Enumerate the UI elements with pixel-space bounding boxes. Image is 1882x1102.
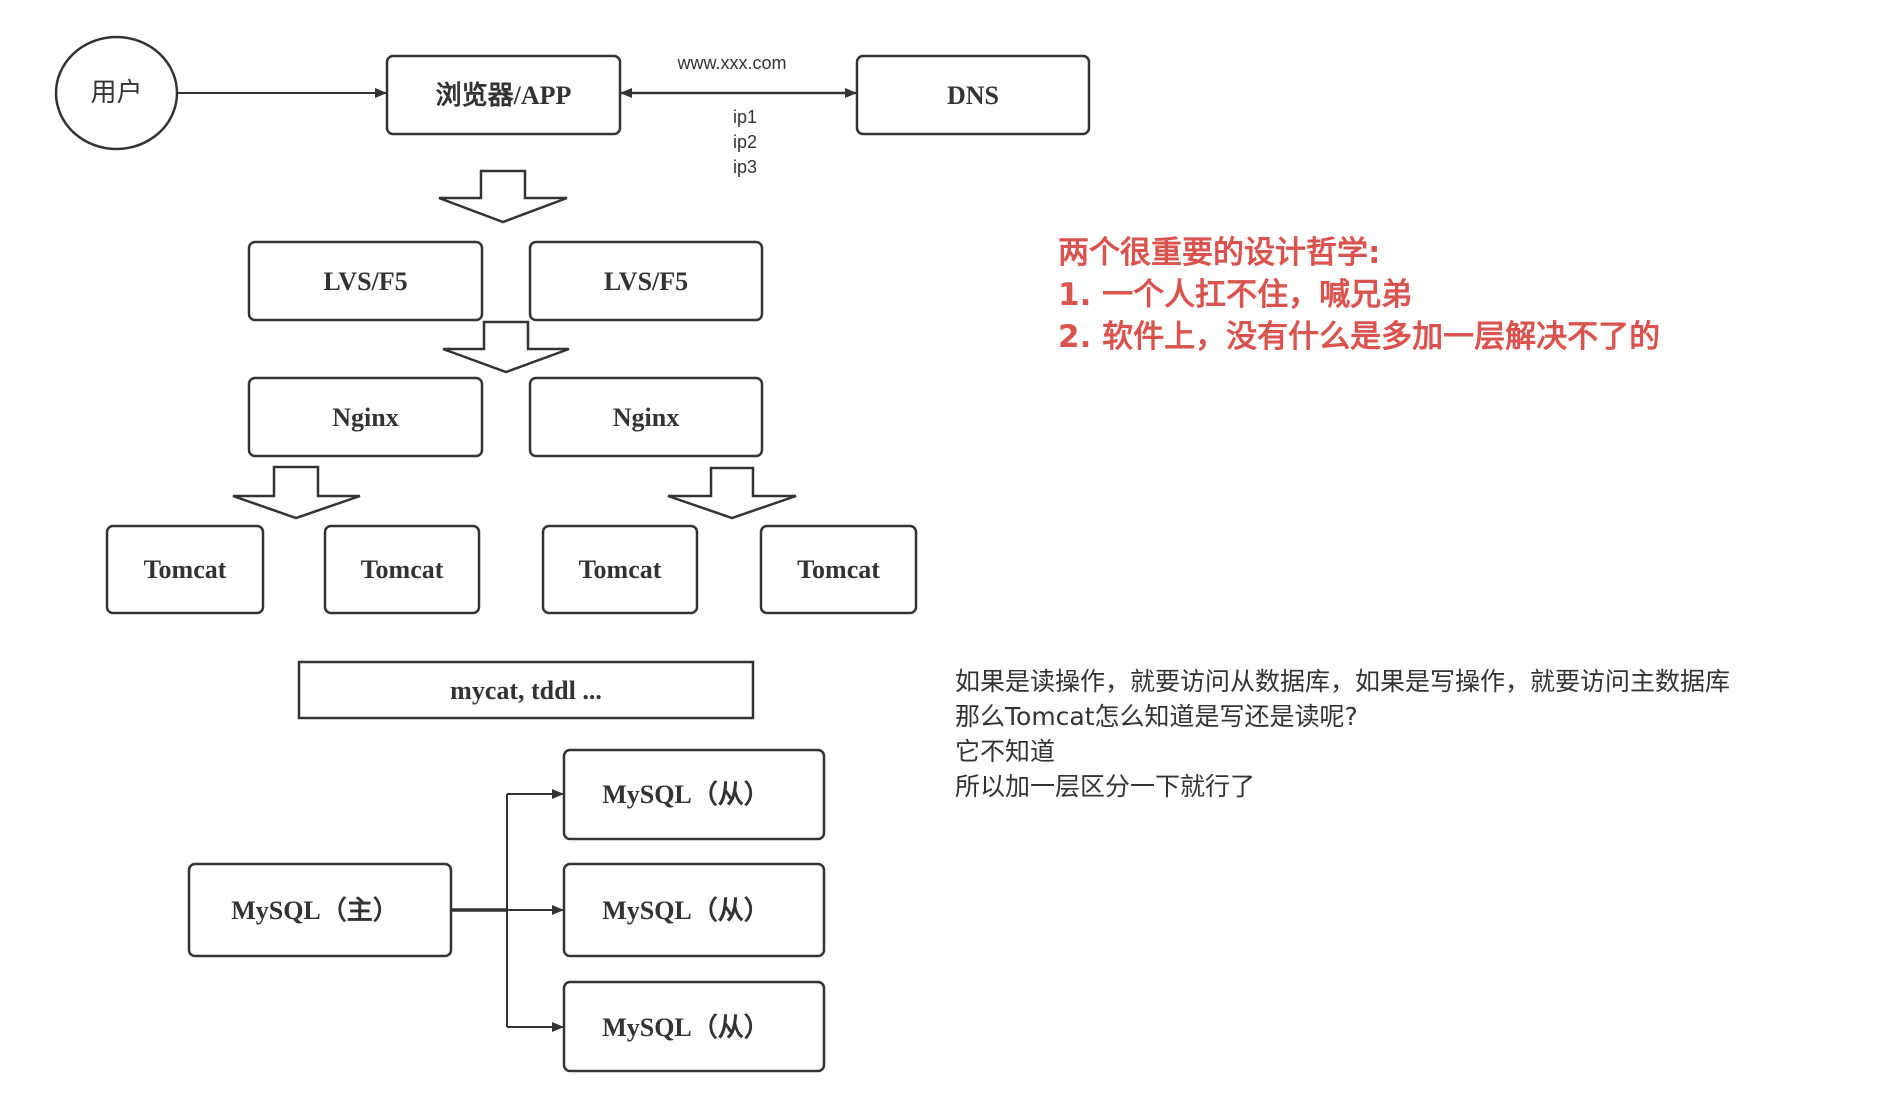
node-middleware[interactable]: mycat, tddl ... [297, 660, 755, 720]
node-middleware-label: mycat, tddl ... [450, 676, 602, 705]
node-tomcat-2[interactable]: Tomcat [323, 524, 481, 615]
block-arrow-nginx-left-tomcat [232, 465, 361, 520]
node-nginx-left[interactable]: Nginx [247, 376, 484, 458]
node-mysql-slave-2-label: MySQL（从） [602, 896, 770, 925]
node-mysql-slave-3-label: MySQL（从） [602, 1013, 770, 1042]
node-mysql-slave-3[interactable]: MySQL（从） [562, 980, 826, 1073]
node-user[interactable]: 用户 [54, 35, 179, 151]
design-philosophy-item-2: 2. 软件上，没有什么是多加一层解决不了的 [1058, 319, 1661, 355]
block-arrow-nginx-right-tomcat [667, 466, 797, 520]
node-tomcat-1[interactable]: Tomcat [105, 524, 265, 615]
node-mysql-slave-1[interactable]: MySQL（从） [562, 748, 826, 841]
node-lvs-right[interactable]: LVS/F5 [528, 240, 764, 322]
node-browser-label: 浏览器/APP [436, 81, 572, 110]
node-tomcat-4-label: Tomcat [797, 555, 880, 584]
node-lvs-right-label: LVS/F5 [604, 267, 688, 296]
design-philosophy-title: 两个很重要的设计哲学: [1058, 235, 1381, 271]
node-mysql-slave-2[interactable]: MySQL（从） [562, 862, 826, 958]
block-arrow-browser-lvs [438, 169, 568, 224]
read-write-line-2: 那么Tomcat怎么知道是写还是读呢? [955, 702, 1358, 731]
design-philosophy-item-1: 1. 一个人扛不住，喊兄弟 [1058, 277, 1413, 313]
edge-label-ip3: ip3 [733, 157, 757, 177]
read-write-line-3: 它不知道 [955, 737, 1056, 766]
read-write-note: 如果是读操作，就要访问从数据库，如果是写操作，就要访问主数据库 那么Tomcat… [955, 664, 1730, 804]
node-tomcat-4[interactable]: Tomcat [759, 524, 918, 615]
node-user-label: 用户 [90, 78, 142, 108]
node-tomcat-3[interactable]: Tomcat [541, 524, 699, 615]
edge-label-ip2: ip2 [733, 132, 757, 152]
node-mysql-master[interactable]: MySQL（主） [187, 862, 453, 958]
read-write-line-4: 所以加一层区分一下就行了 [955, 772, 1256, 801]
node-lvs-left[interactable]: LVS/F5 [247, 240, 484, 322]
node-tomcat-3-label: Tomcat [579, 555, 662, 584]
node-dns[interactable]: DNS [855, 54, 1091, 136]
node-mysql-master-label: MySQL（主） [231, 896, 399, 925]
node-nginx-right[interactable]: Nginx [528, 376, 764, 458]
node-tomcat-2-label: Tomcat [361, 555, 444, 584]
node-lvs-left-label: LVS/F5 [323, 267, 407, 296]
design-philosophy-note: 两个很重要的设计哲学: 1. 一个人扛不住，喊兄弟 2. 软件上，没有什么是多加… [1058, 232, 1660, 358]
node-tomcat-1-label: Tomcat [144, 555, 227, 584]
node-nginx-right-label: Nginx [613, 403, 679, 432]
node-browser[interactable]: 浏览器/APP [385, 54, 622, 136]
block-arrow-lvs-nginx [442, 320, 570, 374]
node-dns-label: DNS [947, 81, 999, 110]
edge-label-ip1: ip1 [733, 107, 757, 127]
node-nginx-left-label: Nginx [332, 403, 398, 432]
read-write-line-1: 如果是读操作，就要访问从数据库，如果是写操作，就要访问主数据库 [955, 667, 1731, 696]
node-mysql-slave-1-label: MySQL（从） [602, 780, 770, 809]
edge-label-request: www.xxx.com [676, 53, 786, 73]
